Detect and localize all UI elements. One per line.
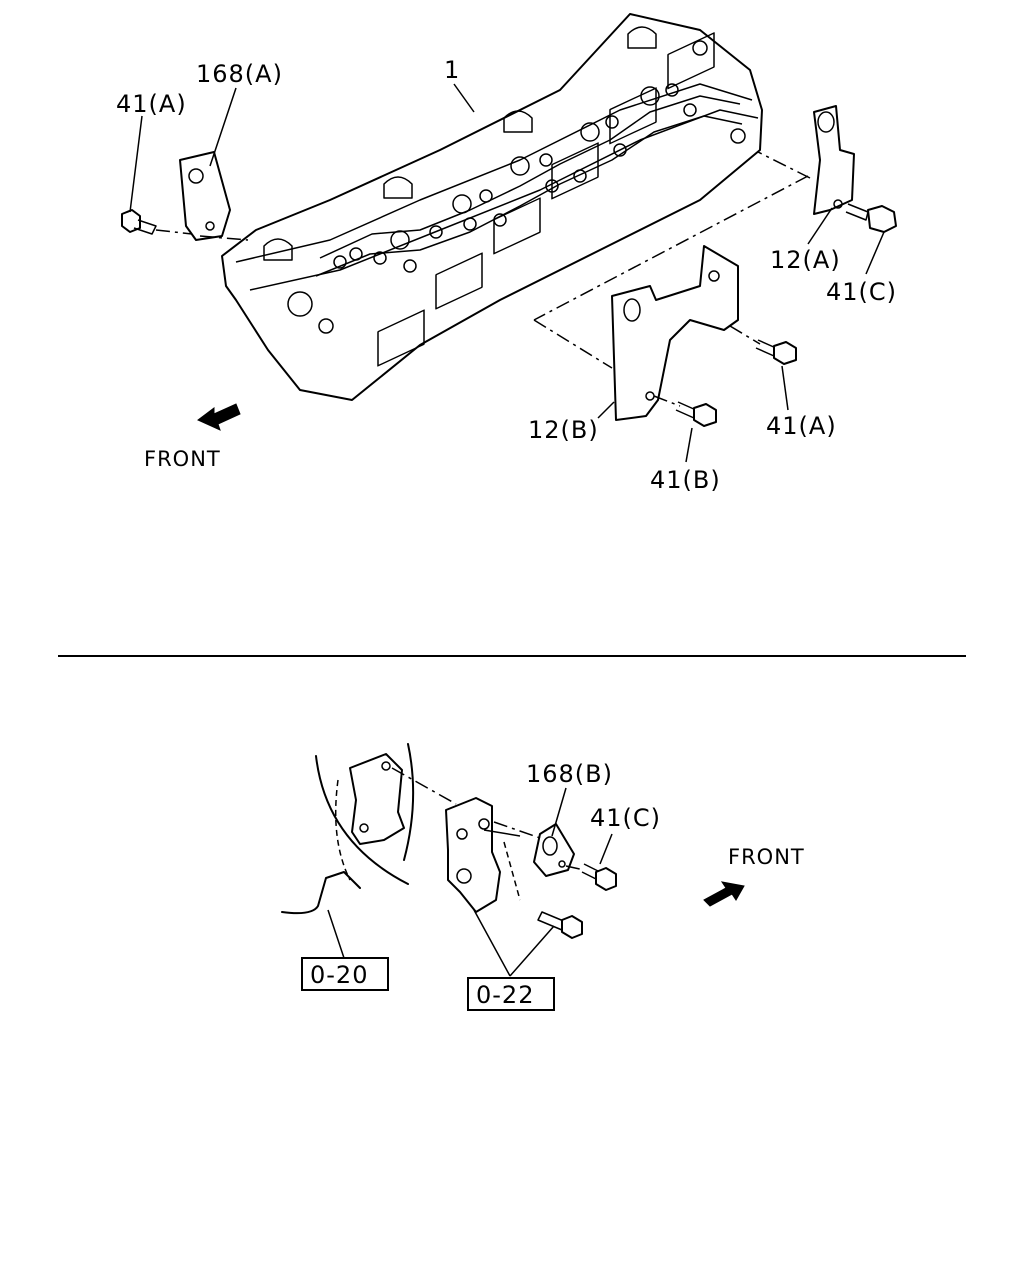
bolt-41c-bottom bbox=[565, 863, 617, 891]
bolt-41a-right bbox=[729, 325, 797, 365]
front-arrow-bottom bbox=[703, 881, 745, 907]
label-41a-left: 41(A) bbox=[116, 90, 187, 118]
plate-168b bbox=[493, 821, 575, 877]
bolt-41c-top bbox=[845, 203, 897, 233]
ref-0-22-text: 0-22 bbox=[476, 981, 534, 1009]
bracket-12a bbox=[757, 105, 855, 215]
label-front-bottom: FRONT bbox=[728, 845, 805, 869]
bolt-lower bbox=[537, 911, 583, 939]
cylinder-head-assembly bbox=[221, 13, 763, 401]
ref-0-20-text: 0-20 bbox=[310, 961, 368, 989]
label-41c-top: 41(C) bbox=[826, 278, 897, 306]
leader-lines-bottom bbox=[327, 787, 613, 977]
label-41c-bottom: 41(C) bbox=[590, 804, 661, 832]
label-12a: 12(A) bbox=[770, 246, 841, 274]
label-41a-right: 41(A) bbox=[766, 412, 837, 440]
ref-box-0-22[interactable]: 0-22 bbox=[467, 977, 555, 1011]
ref-box-0-20[interactable]: 0-20 bbox=[301, 957, 389, 991]
leader-lines-top bbox=[129, 83, 885, 463]
bolt-41b bbox=[653, 395, 717, 427]
flywheel-housing bbox=[281, 743, 457, 915]
label-12b: 12(B) bbox=[528, 416, 599, 444]
bolt-41a-left bbox=[121, 209, 193, 235]
side-ports bbox=[377, 32, 715, 367]
bracket-168a bbox=[179, 151, 249, 241]
head-bolt-holes bbox=[287, 40, 746, 334]
label-168b: 168(B) bbox=[526, 760, 613, 788]
label-41b: 41(B) bbox=[650, 466, 721, 494]
front-arrow-top bbox=[197, 403, 241, 431]
label-1: 1 bbox=[444, 56, 460, 84]
label-168a: 168(A) bbox=[196, 60, 283, 88]
bracket-0-22 bbox=[445, 797, 521, 913]
bracket-12b bbox=[611, 245, 739, 421]
label-front-top: FRONT bbox=[144, 447, 221, 471]
